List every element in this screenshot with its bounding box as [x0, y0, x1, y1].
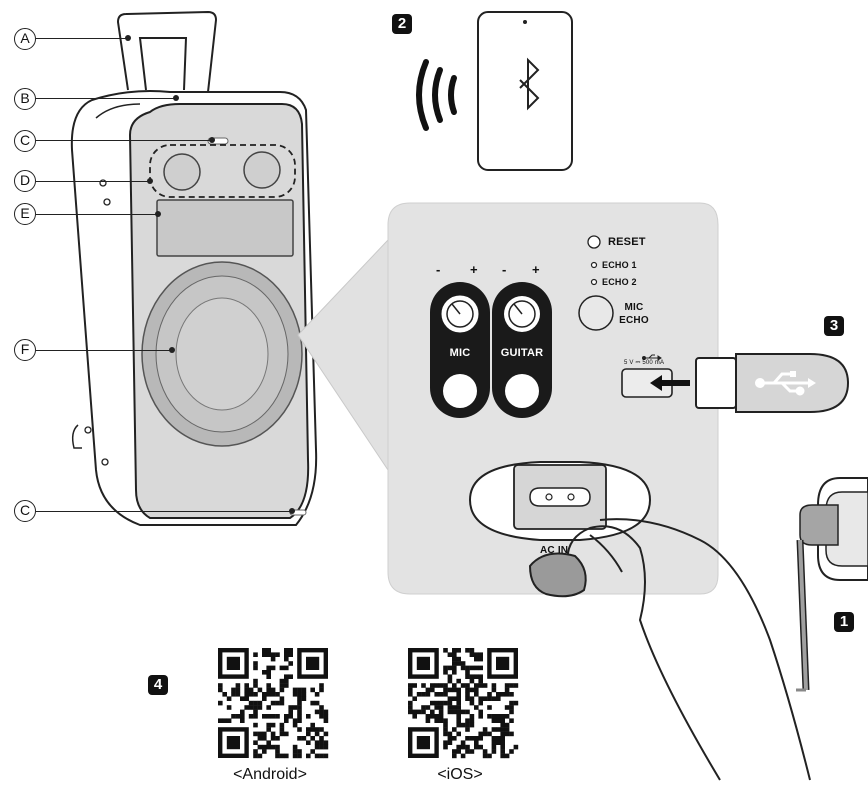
step-2-badge: 2 [392, 14, 412, 34]
callout-b: B [14, 88, 36, 110]
mic-echo-button [578, 295, 614, 331]
speaker-handle [116, 10, 218, 93]
leader-e [36, 211, 161, 217]
guitar-label: GUITAR [500, 347, 544, 359]
callout-f: F [14, 339, 36, 361]
bluetooth-icon [519, 57, 540, 111]
guitar-control [492, 282, 552, 418]
hand-illustration [528, 518, 811, 781]
smartphone [477, 11, 573, 171]
leader-c-bottom [36, 508, 295, 514]
callout-a: A [14, 28, 36, 50]
echo2-label: ECHO 2 [602, 277, 637, 287]
usb-icon-small [642, 354, 662, 361]
leader-b [36, 95, 179, 101]
ac-in-label: AC IN [540, 545, 569, 556]
mic-plus-label: + [470, 262, 478, 277]
speaker-body [70, 90, 318, 526]
qr-android [218, 648, 329, 759]
callout-c-top: C [14, 130, 36, 152]
qr-android-label: <Android> [233, 766, 307, 783]
usb-stick [695, 353, 850, 413]
display-panel [156, 199, 294, 257]
callout-e: E [14, 203, 36, 225]
echo1-label: ECHO 1 [602, 260, 637, 270]
callout-d: D [14, 170, 36, 192]
mic-echo-label-line1: MIC [624, 302, 644, 313]
step-3-badge: 3 [824, 316, 844, 336]
mic-echo-label-line2: ECHO [619, 315, 649, 326]
leader-c-top [36, 137, 215, 143]
mic-label: MIC [449, 347, 471, 359]
leader-f [36, 347, 175, 353]
echo1-led [590, 261, 598, 269]
guitar-plus-label: + [532, 262, 540, 277]
leader-d [36, 178, 153, 184]
qr-ios-label: <iOS> [437, 766, 483, 783]
step-4-badge: 4 [148, 675, 168, 695]
guitar-minus-label: - [502, 262, 507, 277]
callout-c-bottom: C [14, 500, 36, 522]
reset-button [587, 235, 601, 249]
echo2-led [590, 278, 598, 286]
leader-a [36, 35, 131, 41]
qr-ios [408, 648, 519, 759]
wireless-signal-icon [416, 59, 457, 131]
wall-outlet [796, 477, 868, 692]
usb-rating-label: 5 V ⎓ 500 mA [624, 360, 665, 366]
usb-icon [755, 371, 816, 396]
reset-label: RESET [608, 236, 646, 248]
step-1-badge: 1 [834, 612, 854, 632]
mic-control [430, 282, 490, 418]
mic-minus-label: - [436, 262, 441, 277]
